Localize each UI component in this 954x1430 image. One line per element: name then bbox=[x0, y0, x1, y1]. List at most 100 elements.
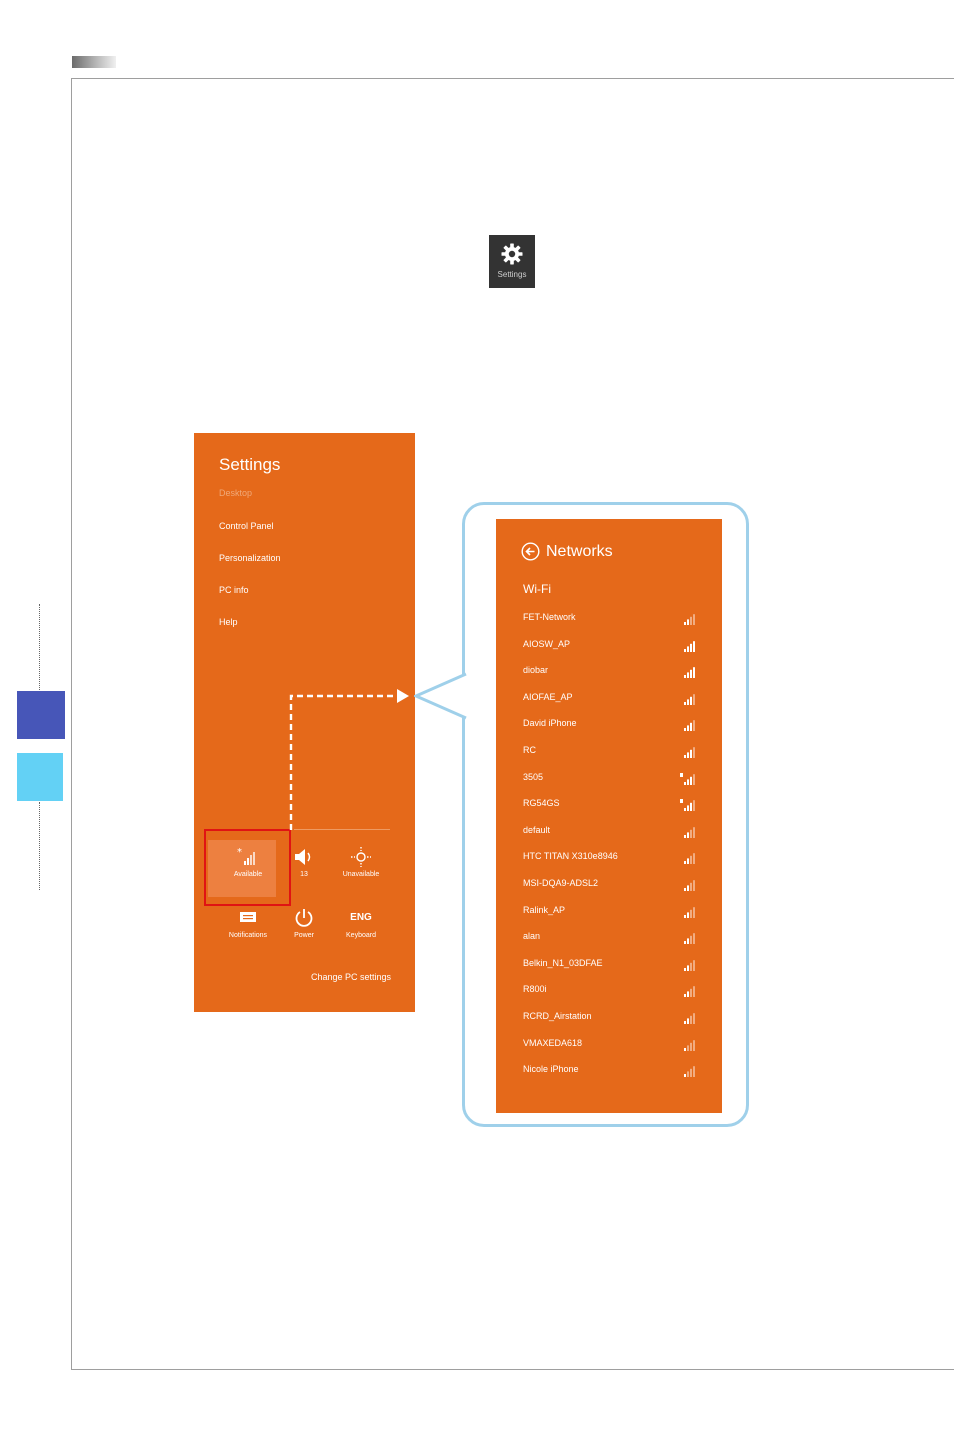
network-item[interactable]: David iPhone bbox=[523, 718, 696, 732]
network-item[interactable]: Belkin_N1_03DFAE bbox=[523, 958, 696, 972]
signal-strength-icon bbox=[684, 720, 695, 732]
notifications-icon bbox=[240, 912, 256, 922]
secured-signal-icon bbox=[680, 772, 695, 785]
network-item[interactable]: R800i bbox=[523, 984, 696, 998]
side-dotted-line-top bbox=[39, 604, 40, 690]
network-name: Ralink_AP bbox=[523, 904, 566, 915]
signal-strength-icon bbox=[684, 747, 695, 758]
brightness-icon bbox=[351, 847, 371, 867]
network-item[interactable]: RC bbox=[523, 745, 696, 759]
page-frame bbox=[71, 78, 954, 1370]
signal-strength-icon bbox=[684, 853, 695, 865]
speaker-icon bbox=[295, 849, 311, 865]
network-name: alan bbox=[523, 931, 541, 942]
network-name: RC bbox=[523, 745, 536, 755]
header-gradient-bar bbox=[72, 56, 116, 68]
network-name: David iPhone bbox=[523, 718, 577, 729]
quick-action-power[interactable]: Power bbox=[274, 907, 334, 939]
callout-pointer bbox=[414, 672, 467, 720]
network-item[interactable]: FET-Network bbox=[523, 612, 696, 626]
network-highlight-box bbox=[204, 829, 291, 906]
quick-action-brightness-label: Unavailable bbox=[342, 871, 380, 878]
network-name: FET-Network bbox=[523, 612, 576, 622]
signal-strength-icon bbox=[684, 1039, 695, 1051]
signal-strength-icon bbox=[684, 880, 695, 891]
network-item[interactable]: HTC TITAN X310e8946 bbox=[523, 851, 696, 865]
networks-title: Networks bbox=[546, 542, 613, 560]
network-name: HTC TITAN X310e8946 bbox=[523, 851, 618, 862]
settings-charm-label: Settings bbox=[497, 270, 527, 279]
signal-strength-icon bbox=[684, 1013, 695, 1024]
quick-action-power-label: Power bbox=[294, 932, 314, 939]
network-item[interactable]: default bbox=[523, 825, 696, 839]
keyboard-icon: ENG bbox=[350, 912, 372, 923]
quick-action-notifications[interactable]: Notifications bbox=[218, 907, 278, 939]
settings-panel: Settings Desktop Control Panel Personali… bbox=[194, 433, 415, 1012]
quick-action-keyboard[interactable]: ENG Keyboard bbox=[331, 907, 391, 939]
network-item[interactable]: diobar bbox=[523, 665, 696, 679]
side-dotted-line-bottom bbox=[39, 802, 40, 890]
power-icon bbox=[295, 909, 313, 927]
signal-strength-icon bbox=[684, 906, 695, 918]
network-name: Nicole iPhone bbox=[523, 1064, 579, 1075]
settings-item-personalization[interactable]: Personalization bbox=[219, 553, 281, 563]
network-name: RCRD_Airstation bbox=[523, 1011, 592, 1021]
network-item[interactable]: 3505 bbox=[523, 772, 696, 786]
network-item[interactable]: RG54GS bbox=[523, 798, 696, 812]
network-item[interactable]: Ralink_AP bbox=[523, 905, 696, 919]
network-name: VMAXEDA618 bbox=[523, 1037, 583, 1048]
wifi-section-label: Wi-Fi bbox=[523, 582, 551, 596]
network-name: RG54GS bbox=[523, 798, 560, 809]
signal-strength-icon bbox=[684, 826, 695, 838]
quick-action-brightness[interactable]: Unavailable bbox=[331, 846, 391, 878]
network-name: 3505 bbox=[523, 771, 544, 782]
svg-text:*: * bbox=[237, 847, 242, 858]
secured-signal-icon bbox=[680, 799, 695, 812]
network-item[interactable]: AIOFAE_AP bbox=[523, 692, 696, 706]
quick-action-volume[interactable]: 13 bbox=[274, 846, 334, 878]
signal-strength-icon bbox=[684, 693, 695, 705]
quick-action-keyboard-label: Keyboard bbox=[346, 932, 376, 939]
network-name: Belkin_N1_03DFAE bbox=[523, 957, 603, 968]
network-item[interactable]: VMAXEDA618 bbox=[523, 1038, 696, 1052]
network-name: default bbox=[523, 824, 551, 835]
dashed-connector-arrow bbox=[289, 689, 409, 830]
networks-header: Networks bbox=[521, 542, 613, 561]
network-item[interactable]: MSI-DQA9-ADSL2 bbox=[523, 878, 696, 892]
signal-strength-icon bbox=[684, 640, 695, 652]
gear-icon bbox=[501, 243, 523, 265]
network-item[interactable]: AIOSW_AP bbox=[523, 639, 696, 653]
wifi-signal-icon: * bbox=[237, 847, 255, 865]
quick-action-notifications-label: Notifications bbox=[228, 932, 268, 939]
network-item[interactable]: alan bbox=[523, 931, 696, 945]
signal-strength-icon bbox=[684, 933, 695, 945]
signal-strength-icon bbox=[684, 614, 695, 625]
network-item[interactable]: RCRD_Airstation bbox=[523, 1011, 696, 1025]
settings-panel-title: Settings bbox=[219, 455, 281, 474]
settings-item-pc-info[interactable]: PC info bbox=[219, 585, 249, 595]
network-name: R800i bbox=[523, 984, 547, 995]
network-name: MSI-DQA9-ADSL2 bbox=[523, 878, 599, 888]
settings-charm-button[interactable]: Settings bbox=[489, 235, 535, 288]
settings-context-label: Desktop bbox=[219, 488, 253, 498]
network-name: AIOSW_AP bbox=[523, 638, 571, 649]
back-arrow-icon[interactable] bbox=[521, 542, 540, 561]
settings-item-control-panel[interactable]: Control Panel bbox=[219, 521, 274, 531]
side-tab-cyan bbox=[17, 753, 63, 801]
signal-strength-icon bbox=[684, 959, 695, 971]
quick-actions-divider bbox=[294, 829, 390, 830]
quick-action-network-label: Available bbox=[233, 871, 263, 878]
signal-strength-icon bbox=[684, 1066, 695, 1078]
settings-item-help[interactable]: Help bbox=[219, 617, 238, 627]
network-name: AIOFAE_AP bbox=[523, 691, 573, 702]
side-tab-blue bbox=[17, 691, 65, 739]
network-name: diobar bbox=[523, 665, 549, 676]
network-tile-highlight bbox=[208, 840, 276, 897]
signal-strength-icon bbox=[684, 667, 695, 679]
network-item[interactable]: Nicole iPhone bbox=[523, 1064, 696, 1078]
quick-action-volume-label: 13 bbox=[300, 871, 308, 878]
change-pc-settings-link[interactable]: Change PC settings bbox=[310, 972, 391, 982]
signal-strength-icon bbox=[684, 986, 695, 998]
quick-action-network[interactable]: * Available bbox=[218, 846, 278, 878]
